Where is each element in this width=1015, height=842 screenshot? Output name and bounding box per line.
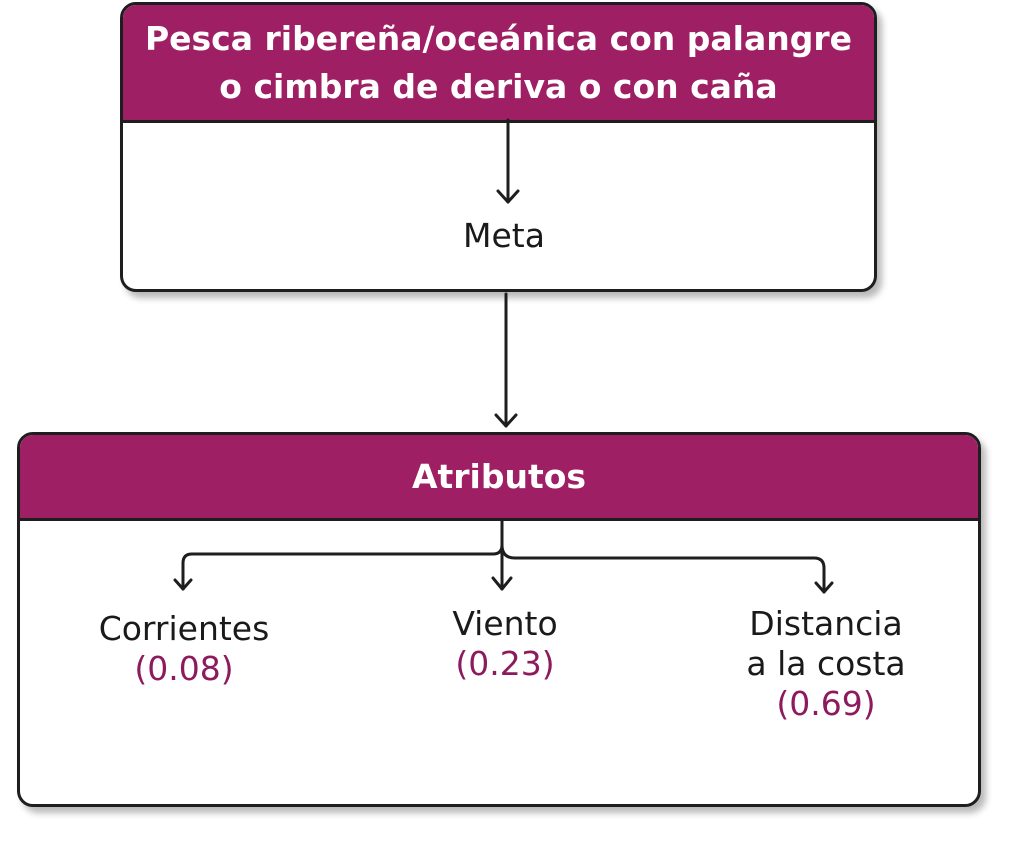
attributes-title: Atributos [411,457,587,496]
attribute-wind: Viento (0.23) [405,604,605,684]
attribute-wind-name: Viento [452,604,558,643]
attributes-box: Atributos [17,432,981,807]
attribute-wind-value: (0.23) [455,644,555,683]
fishing-method-box: Pesca ribereña/oceánica con palangre o c… [120,2,877,292]
attribute-currents-name: Corrientes [98,609,270,648]
attribute-distance-name-line1: Distancia [749,604,903,643]
fishing-method-title-line1: Pesca ribereña/oceánica con palangre [144,18,853,58]
arrowhead-attributes [494,413,518,428]
attribute-currents-value: (0.08) [134,649,234,688]
fishing-method-header: Pesca ribereña/oceánica con palangre o c… [123,5,874,123]
attribute-currents: Corrientes (0.08) [84,609,284,689]
attribute-distance-value: (0.69) [776,684,876,723]
fishing-method-title-line2: o cimbra de deriva o con caña [219,66,778,106]
attributes-header: Atributos [20,435,978,521]
attribute-distance-name-line2: a la costa [746,644,906,683]
attribute-distance: Distancia a la costa (0.69) [716,604,936,724]
goal-label: Meta [463,216,545,255]
